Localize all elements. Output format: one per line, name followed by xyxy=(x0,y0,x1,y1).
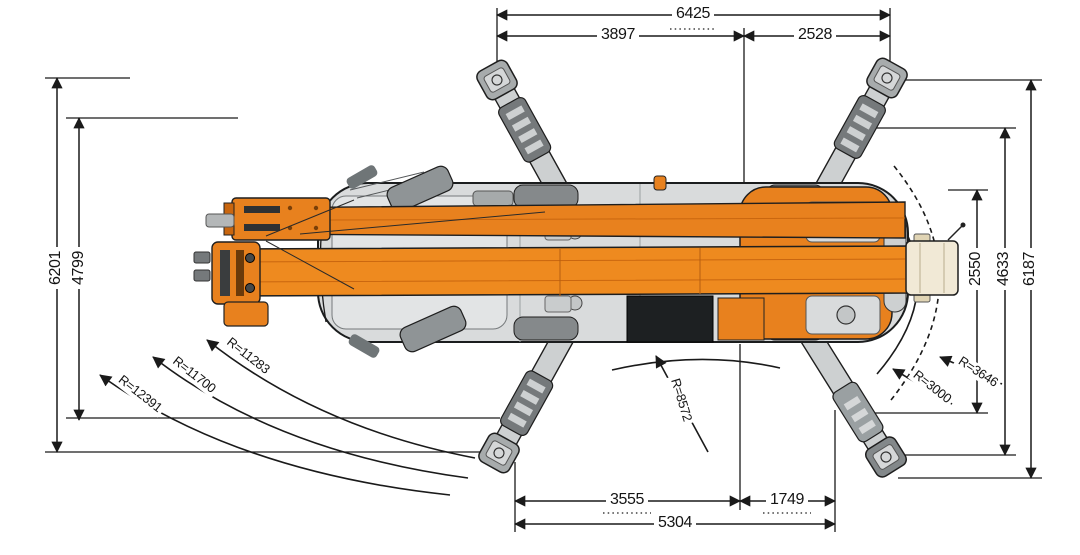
deck-hatch-bottom xyxy=(544,295,572,313)
dim-top-left: 3897 xyxy=(597,26,639,46)
outrigger-bottom-right xyxy=(796,323,907,478)
exhaust-box xyxy=(472,190,514,207)
mirror-top xyxy=(346,165,378,189)
antenna xyxy=(947,225,963,241)
battery-box xyxy=(626,295,714,343)
dim-right-outer: 6187 xyxy=(1021,248,1041,290)
outrigger-bottom-left xyxy=(478,320,580,474)
dim-right-mid: 4633 xyxy=(995,248,1015,290)
crane-vehicle xyxy=(193,57,966,478)
dim-bottom-left: 3555 xyxy=(606,491,648,511)
hook-block xyxy=(193,213,269,327)
extension-lines xyxy=(45,8,1042,532)
dim-left-inner: 4799 xyxy=(70,247,90,289)
orange-deck-box xyxy=(717,297,765,341)
dim-bottom-right: 1749 xyxy=(766,491,808,511)
dim-right-inner: 2550 xyxy=(967,248,987,290)
dim-left-outer: 6201 xyxy=(47,247,67,289)
dim-top-right: 2528 xyxy=(794,26,836,46)
mirror-bottom xyxy=(348,334,380,358)
boom-main xyxy=(219,245,909,298)
top-handle xyxy=(653,175,667,191)
rear-hook-box xyxy=(905,222,966,303)
side-pads xyxy=(346,165,467,358)
hoist-cables xyxy=(265,199,546,290)
dim-top-total: 6425 xyxy=(672,5,714,25)
outrigger-top-right xyxy=(806,57,908,211)
dim-bottom-total: 5304 xyxy=(654,514,696,534)
